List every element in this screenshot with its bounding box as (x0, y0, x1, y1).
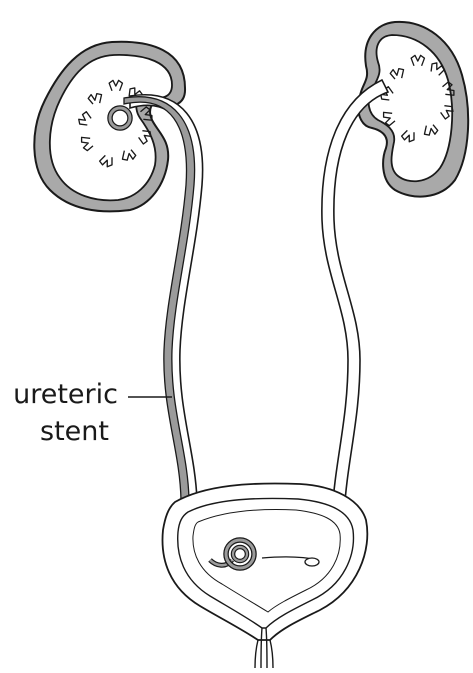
left-kidney (34, 42, 185, 212)
stent-label-line2: stent (40, 418, 109, 446)
stent-label-line1: ureteric (13, 381, 118, 409)
right-kidney (358, 22, 468, 197)
right-ureter (322, 80, 388, 515)
bladder (162, 483, 367, 668)
bladder-outer-wall (162, 483, 367, 640)
right-ureter-wall (322, 80, 388, 515)
